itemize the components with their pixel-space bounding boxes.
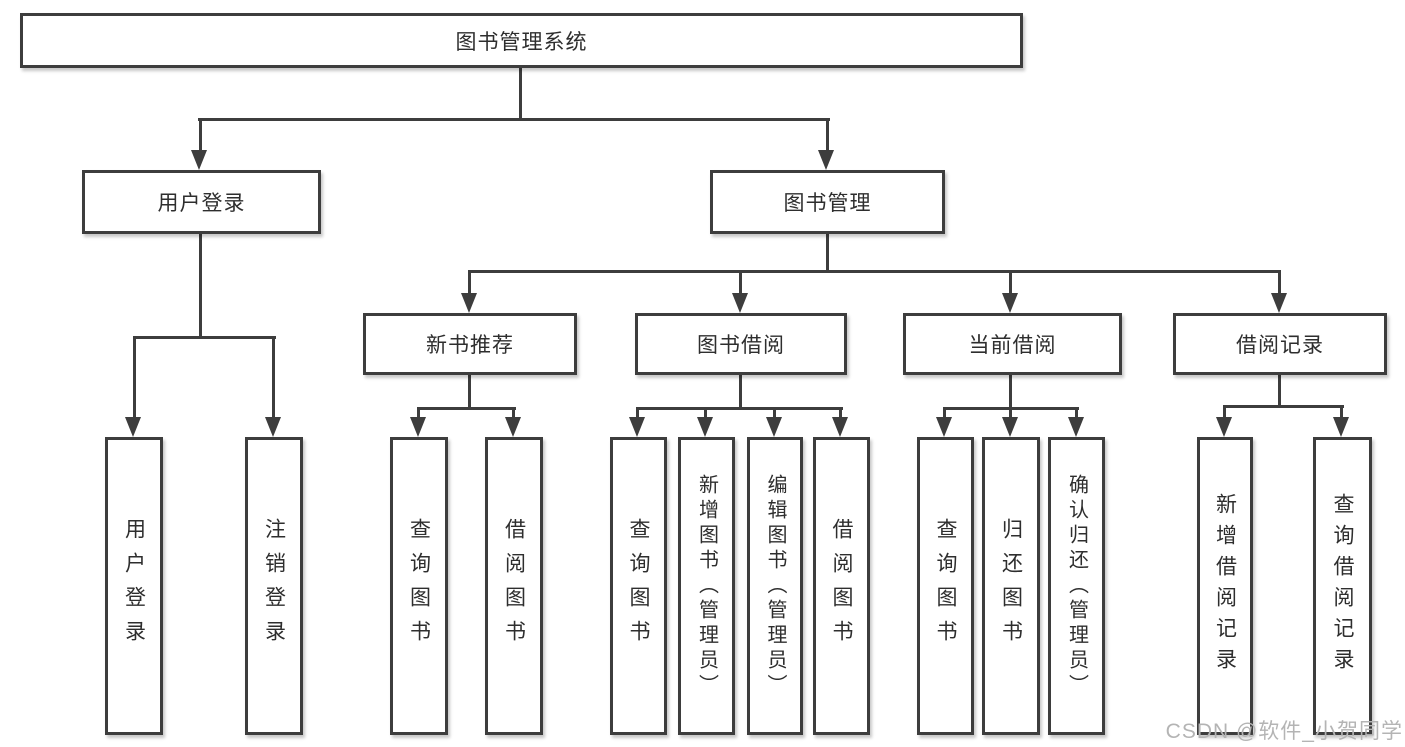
connector-book-management-down <box>826 234 829 272</box>
node-borrow-records: 借阅记录 <box>1173 313 1387 375</box>
connector-to-leaf-borrow-books-2 <box>839 407 842 419</box>
connector-to-leaf-add-record <box>1223 405 1226 419</box>
leaf-query-books-3: 查询图书 <box>917 437 974 735</box>
connector-new-books-split <box>417 407 516 410</box>
connector-to-leaf-query-books-2 <box>636 407 639 419</box>
connector-to-user-login <box>199 118 202 152</box>
connector-level3-horizontal <box>468 270 1281 273</box>
connector-to-leaf-return-books <box>1009 407 1012 419</box>
connector-to-leaf-query-books-1 <box>417 407 420 419</box>
arrowhead-leaf-add-record <box>1216 417 1232 437</box>
connector-new-books-down <box>468 375 471 409</box>
connector-root-down <box>519 68 522 118</box>
leaf-label: 归还图书 <box>999 518 1023 654</box>
connector-user-login-down <box>199 234 202 338</box>
arrowhead-leaf-logout <box>265 417 281 437</box>
leaf-label: 查询图书 <box>407 518 431 654</box>
node-new-book-recommend: 新书推荐 <box>363 313 577 375</box>
leaf-confirm-return-admin: 确认归还（管理员） <box>1048 437 1105 735</box>
connector-to-borrow-records <box>1278 270 1281 295</box>
arrowhead-borrow-records <box>1271 293 1287 313</box>
node-book-borrow: 图书借阅 <box>635 313 847 375</box>
connector-level2-horizontal <box>198 118 830 121</box>
leaf-label: 查询图书 <box>627 518 650 654</box>
leaf-label: 借阅图书 <box>502 518 526 654</box>
connector-to-leaf-logout <box>272 336 275 417</box>
connector-borrow-records-down <box>1278 373 1281 407</box>
connector-to-new-books <box>468 270 471 295</box>
leaf-return-books: 归还图书 <box>982 437 1040 735</box>
arrowhead-leaf-return-books <box>1002 417 1018 437</box>
connector-to-leaf-borrow-books-1 <box>512 407 515 419</box>
connector-to-book-management <box>826 118 829 152</box>
leaf-query-borrow-record: 查询借阅记录 <box>1313 437 1372 735</box>
node-label: 图书管理 <box>783 192 872 215</box>
node-book-management: 图书管理 <box>710 170 945 234</box>
arrowhead-leaf-borrow-books-1 <box>505 417 521 437</box>
connector-to-leaf-confirm-return <box>1075 407 1078 419</box>
connector-to-current-borrow <box>1009 270 1012 295</box>
leaf-label: 新增图书（管理员） <box>695 473 718 699</box>
node-library-management-system: 图书管理系统 <box>20 13 1023 68</box>
leaf-label: 借阅图书 <box>830 518 853 654</box>
arrowhead-leaf-borrow-books-2 <box>832 417 848 437</box>
node-label: 当前借阅 <box>968 334 1057 357</box>
leaf-query-books-1: 查询图书 <box>390 437 448 735</box>
node-label: 图书管理系统 <box>455 30 588 54</box>
connector-to-leaf-query-books-3 <box>943 407 946 419</box>
arrowhead-leaf-query-books-2 <box>629 417 645 437</box>
node-label: 用户登录 <box>157 192 246 215</box>
arrowhead-leaf-query-books-3 <box>936 417 952 437</box>
leaf-borrow-books-2: 借阅图书 <box>813 437 870 735</box>
connector-current-borrow-down <box>1009 375 1012 409</box>
connector-borrow-records-split <box>1223 405 1344 408</box>
leaf-add-borrow-record: 新增借阅记录 <box>1197 437 1253 735</box>
connector-user-login-split <box>133 336 276 339</box>
arrowhead-user-login <box>191 150 207 170</box>
leaf-user-login: 用户登录 <box>105 437 163 735</box>
arrowhead-book-management <box>818 150 834 170</box>
leaf-add-books-admin: 新增图书（管理员） <box>678 437 735 735</box>
node-label: 借阅记录 <box>1236 334 1324 357</box>
leaf-borrow-books-1: 借阅图书 <box>485 437 543 735</box>
node-label: 新书推荐 <box>426 334 514 357</box>
connector-to-leaf-query-record <box>1340 405 1343 419</box>
node-user-login: 用户登录 <box>82 170 321 234</box>
leaf-label: 新增借阅记录 <box>1213 493 1237 679</box>
csdn-watermark: CSDN @软件_小贺同学 <box>1165 720 1403 743</box>
arrowhead-leaf-edit-books <box>766 417 782 437</box>
leaf-label: 编辑图书（管理员） <box>764 473 786 699</box>
node-label: 图书借阅 <box>697 334 785 357</box>
leaf-label: 查询图书 <box>934 518 957 654</box>
leaf-label: 注销登录 <box>262 518 286 654</box>
leaf-logout: 注销登录 <box>245 437 303 735</box>
connector-to-book-borrow <box>739 270 742 295</box>
connector-to-leaf-add-books <box>704 407 707 419</box>
leaf-label: 用户登录 <box>122 518 146 654</box>
leaf-label: 确认归还（管理员） <box>1065 473 1088 699</box>
arrowhead-leaf-query-books-1 <box>410 417 426 437</box>
arrowhead-leaf-query-record <box>1333 417 1349 437</box>
leaf-label: 查询借阅记录 <box>1331 493 1354 679</box>
leaf-edit-books-admin: 编辑图书（管理员） <box>747 437 803 735</box>
connector-to-leaf-user-login <box>133 336 136 417</box>
arrowhead-leaf-user-login <box>125 417 141 437</box>
connector-book-borrow-down <box>739 375 742 409</box>
connector-to-leaf-edit-books <box>773 407 776 419</box>
arrowhead-book-borrow <box>732 293 748 313</box>
node-current-borrow: 当前借阅 <box>903 313 1122 375</box>
arrowhead-current-borrow <box>1002 293 1018 313</box>
arrowhead-leaf-add-books <box>697 417 713 437</box>
leaf-query-books-2: 查询图书 <box>610 437 667 735</box>
arrowhead-new-books <box>461 293 477 313</box>
connector-book-borrow-split <box>636 407 843 410</box>
arrowhead-leaf-confirm-return <box>1068 417 1084 437</box>
